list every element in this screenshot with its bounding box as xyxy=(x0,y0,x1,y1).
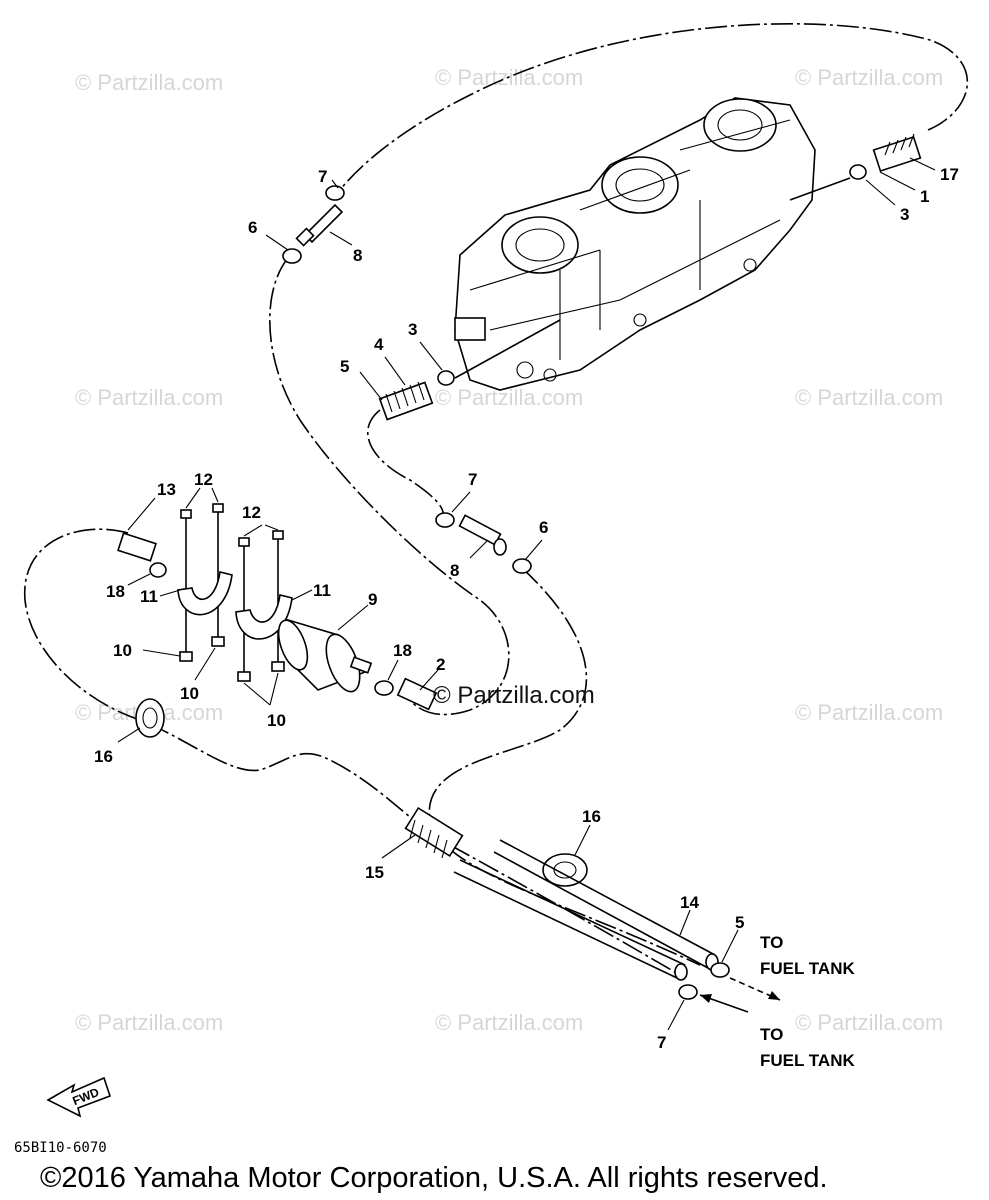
watermark: © Partzilla.com xyxy=(795,385,943,410)
watermark: © Partzilla.com xyxy=(75,1010,223,1035)
callout-label: 5 xyxy=(735,913,744,932)
callout-label: 7 xyxy=(318,167,327,186)
callouts: 17 1 3 7 6 8 3 4 5 7 6 8 13 12 12 18 11 … xyxy=(94,165,959,1052)
callout-label: 13 xyxy=(157,480,176,499)
destination-to-upper: TO xyxy=(760,933,783,952)
callout-label: 11 xyxy=(313,581,331,600)
callout-label: 15 xyxy=(365,863,384,882)
callout-label: 9 xyxy=(368,590,377,609)
filter-brackets xyxy=(177,503,293,682)
fuel-hose-14 xyxy=(453,839,730,1000)
destination-tank-upper: FUEL TANK xyxy=(760,959,855,978)
vent-hose xyxy=(24,528,421,826)
fwd-arrow-icon: FWD xyxy=(46,1076,112,1118)
destination-labels: TO FUEL TANK TO FUEL TANK xyxy=(760,933,855,1070)
callout-label: 12 xyxy=(194,470,213,489)
callout-label: 7 xyxy=(468,470,477,489)
callout-label: 10 xyxy=(267,711,286,730)
return-hose-lower xyxy=(269,257,510,716)
callout-label: 2 xyxy=(436,655,445,674)
callout-label: 6 xyxy=(539,518,548,537)
fuel-hose-lower xyxy=(428,567,701,966)
carburetor-assembly xyxy=(454,97,851,391)
callout-label: 4 xyxy=(374,335,384,354)
center-watermark: © Partzilla.com xyxy=(433,682,595,709)
copyright: ©2016 Yamaha Motor Corporation, U.S.A. A… xyxy=(40,1162,828,1194)
callout-label: 18 xyxy=(106,582,125,601)
hose-13 xyxy=(117,532,167,578)
callout-label: 10 xyxy=(113,641,132,660)
destination-to-lower: TO xyxy=(760,1025,783,1044)
hose-fitting-17 xyxy=(849,133,922,180)
callout-label: 11 xyxy=(140,587,158,606)
leader-lines xyxy=(117,157,936,1031)
callout-label: 10 xyxy=(180,684,199,703)
callout-label: 18 xyxy=(393,641,412,660)
callout-label: 16 xyxy=(94,747,113,766)
grommet-16-left xyxy=(135,698,165,738)
watermark: © Partzilla.com xyxy=(75,385,223,410)
callout-label: 16 xyxy=(582,807,601,826)
watermark: © Partzilla.com xyxy=(435,1010,583,1035)
callout-label: 3 xyxy=(408,320,417,339)
return-hose xyxy=(339,23,969,191)
watermark: © Partzilla.com xyxy=(795,700,943,725)
grommet-16-right xyxy=(542,853,588,887)
fuel-filter xyxy=(277,618,373,693)
vent-hose-lower xyxy=(449,844,681,976)
watermark: © Partzilla.com xyxy=(795,65,943,90)
callout-label: 6 xyxy=(248,218,257,237)
joint-middle xyxy=(435,512,532,574)
fuel-hose xyxy=(367,409,445,519)
callout-label: 8 xyxy=(450,561,459,580)
callout-label: 1 xyxy=(920,187,929,206)
diagram-code: 65BI10-6070 xyxy=(14,1140,107,1156)
watermark: © Partzilla.com xyxy=(795,1010,943,1035)
watermark: © Partzilla.com xyxy=(75,70,223,95)
callout-label: 3 xyxy=(900,205,909,224)
joint-upper xyxy=(282,185,345,264)
corrugated-hose-15 xyxy=(404,806,464,859)
hose-2 xyxy=(374,677,438,711)
to-tank-arrows xyxy=(699,977,781,1013)
callout-label: 14 xyxy=(680,893,699,912)
destination-tank-lower: FUEL TANK xyxy=(760,1051,855,1070)
corrugated-hose-4 xyxy=(378,370,455,421)
callout-label: 8 xyxy=(353,246,362,265)
watermarks: © Partzilla.com © Partzilla.com © Partzi… xyxy=(75,65,943,1035)
callout-label: 7 xyxy=(657,1033,666,1052)
watermark: © Partzilla.com xyxy=(435,385,583,410)
callout-label: 5 xyxy=(340,357,349,376)
callout-label: 12 xyxy=(242,503,261,522)
callout-label: 17 xyxy=(940,165,959,184)
